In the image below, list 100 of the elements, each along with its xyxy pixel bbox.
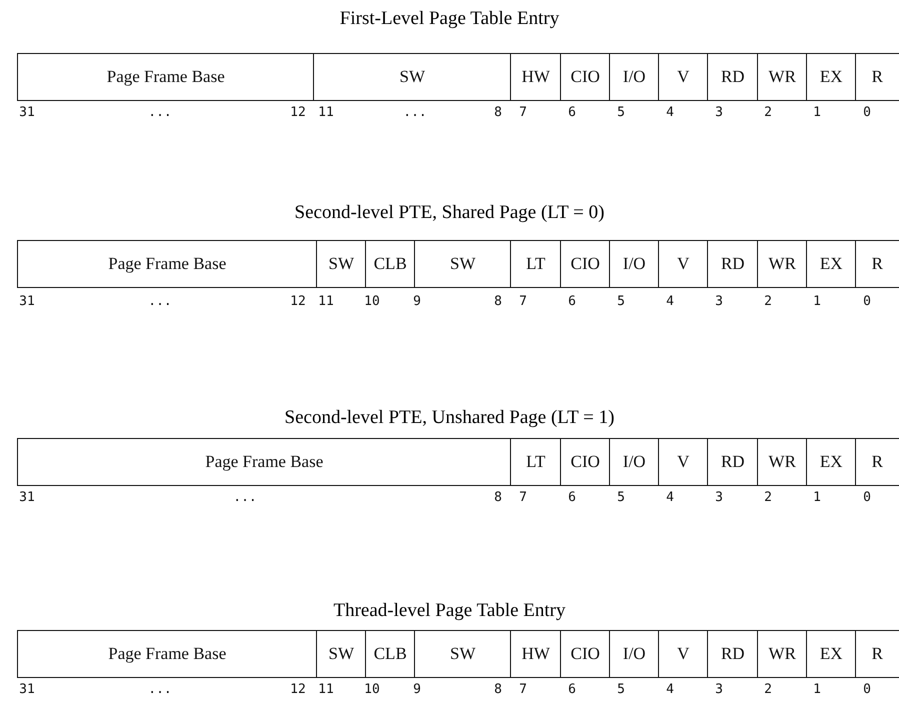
- bit-number: ...: [148, 106, 172, 120]
- bit-number: 7: [519, 295, 527, 309]
- bit-number: 8: [494, 683, 502, 697]
- field-cell-wide: Page Frame Base: [17, 438, 512, 486]
- bit-field-cell: SW: [316, 240, 366, 288]
- bit-number: 9: [413, 295, 421, 309]
- bit-field-cell: RD: [707, 240, 758, 288]
- bit-number: 31: [19, 491, 35, 505]
- bit-number: 5: [617, 491, 625, 505]
- bit-field-cell: CIO: [560, 240, 610, 288]
- bit-number: 3: [715, 106, 723, 120]
- bit-number: ...: [148, 295, 172, 309]
- bit-number: 10: [364, 295, 380, 309]
- register-title: Second-level PTE, Unshared Page (LT = 1): [284, 407, 616, 429]
- register-title: Thread-level Page Table Entry: [332, 600, 567, 622]
- bit-field-cell: RD: [707, 630, 758, 678]
- bit-field-cell: WR: [757, 53, 808, 101]
- bit-number: 8: [494, 491, 502, 505]
- bit-number: 7: [519, 106, 527, 120]
- bit-number: 2: [764, 106, 772, 120]
- bit-number: 0: [863, 295, 871, 309]
- bit-number: 5: [617, 295, 625, 309]
- bit-field-cell: I/O: [609, 630, 660, 678]
- bit-field-cell: R: [855, 53, 899, 101]
- bit-number: 0: [863, 491, 871, 505]
- bit-field-cell: LT: [510, 240, 562, 288]
- bit-number: 1: [813, 491, 821, 505]
- bit-field-cell: EX: [806, 438, 856, 486]
- bit-number: 4: [666, 491, 674, 505]
- bit-number: 5: [617, 683, 625, 697]
- bit-number: 5: [617, 106, 625, 120]
- bit-field-cell: CIO: [560, 438, 610, 486]
- field-cell-wide: Page Frame Base: [17, 53, 314, 101]
- bit-number: 31: [19, 683, 35, 697]
- bit-number: 12: [290, 106, 306, 120]
- field-cell-wide: Page Frame Base: [17, 240, 318, 288]
- bit-number: ...: [233, 491, 257, 505]
- bit-number: 2: [764, 683, 772, 697]
- bit-field-cell: SW: [414, 240, 512, 288]
- bit-field-cell: CIO: [560, 53, 610, 101]
- bit-field-cell: EX: [806, 53, 856, 101]
- bit-number: 11: [318, 106, 334, 120]
- bit-number: 6: [568, 106, 576, 120]
- bit-number: 7: [519, 491, 527, 505]
- bit-number: 3: [715, 295, 723, 309]
- bit-field-cell: LT: [510, 438, 562, 486]
- bit-number: 3: [715, 683, 723, 697]
- bit-field-cell: SW: [414, 630, 512, 678]
- bit-number: 8: [494, 106, 502, 120]
- bit-number: 1: [813, 295, 821, 309]
- bit-number: 31: [19, 295, 35, 309]
- bit-number: 2: [764, 491, 772, 505]
- bit-number: 0: [863, 683, 871, 697]
- field-cell-wide: Page Frame Base: [17, 630, 318, 678]
- bit-number: 2: [764, 295, 772, 309]
- bit-field-cell: RD: [707, 53, 758, 101]
- register-title: Second-level PTE, Shared Page (LT = 0): [294, 202, 606, 224]
- bit-number: ...: [403, 106, 427, 120]
- bit-field-cell: V: [658, 240, 708, 288]
- bit-field-cell: R: [855, 630, 899, 678]
- bit-number: 10: [364, 683, 380, 697]
- bit-field-cell: I/O: [609, 438, 660, 486]
- bit-field-cell: HW: [510, 630, 562, 678]
- bit-field-cell: WR: [757, 438, 808, 486]
- bit-number: 11: [318, 295, 334, 309]
- bit-field-cell: R: [855, 240, 899, 288]
- bit-field-cell: SW: [313, 53, 512, 101]
- bit-field-cell: CIO: [560, 630, 610, 678]
- bit-field-cell: CLB: [365, 240, 416, 288]
- bit-number: 4: [666, 295, 674, 309]
- bit-number: 0: [863, 106, 871, 120]
- bit-number: 3: [715, 491, 723, 505]
- bit-number: ...: [148, 683, 172, 697]
- bit-field-cell: EX: [806, 630, 856, 678]
- bit-number: 9: [413, 683, 421, 697]
- bit-field-cell: V: [658, 53, 708, 101]
- bit-number: 4: [666, 683, 674, 697]
- bit-field-cell: I/O: [609, 240, 660, 288]
- bit-number: 12: [290, 683, 306, 697]
- bit-field-cell: HW: [510, 53, 562, 101]
- bit-number: 31: [19, 106, 35, 120]
- bit-field-cell: WR: [757, 630, 808, 678]
- bit-field-cell: SW: [316, 630, 366, 678]
- bit-number: 8: [494, 295, 502, 309]
- bit-number: 7: [519, 683, 527, 697]
- bit-number: 6: [568, 295, 576, 309]
- bit-field-cell: V: [658, 438, 708, 486]
- bit-number: 12: [290, 295, 306, 309]
- bit-number: 11: [318, 683, 334, 697]
- register-title: First-Level Page Table Entry: [338, 8, 560, 30]
- bit-number: 1: [813, 683, 821, 697]
- bit-field-cell: CLB: [365, 630, 416, 678]
- bit-field-cell: I/O: [609, 53, 660, 101]
- bit-field-cell: R: [855, 438, 899, 486]
- bit-number: 4: [666, 106, 674, 120]
- bit-field-cell: EX: [806, 240, 856, 288]
- bit-field-cell: V: [658, 630, 708, 678]
- bit-number: 6: [568, 683, 576, 697]
- bit-number: 6: [568, 491, 576, 505]
- bit-field-cell: WR: [757, 240, 808, 288]
